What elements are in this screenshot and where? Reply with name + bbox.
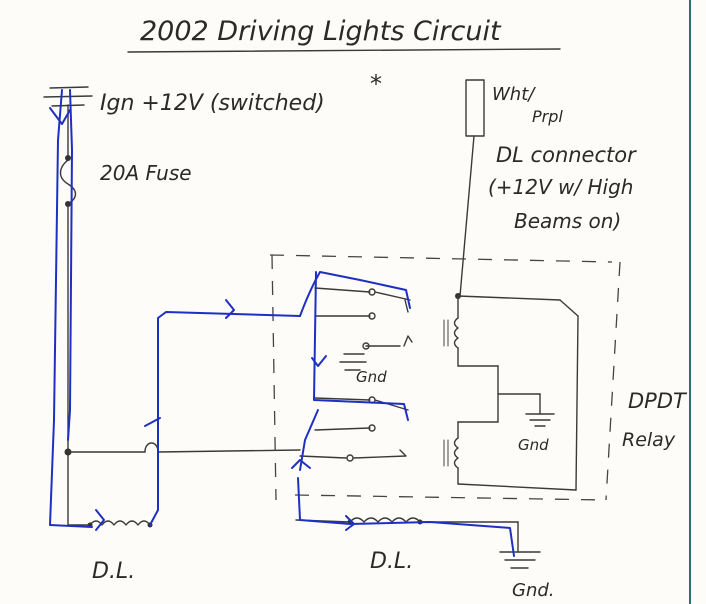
dl-connector-color-b: Prpl	[532, 107, 563, 126]
relay-left-gnd-label: Gnd	[356, 368, 387, 386]
dl-connector-note-1: (+12V w/ High	[488, 175, 633, 199]
ignition-source-symbol	[43, 86, 93, 107]
title-underline	[127, 48, 561, 53]
ignition-label: Ign +12V (switched)	[100, 91, 325, 116]
right-driving-light-coil	[295, 517, 541, 569]
ignition-footnote-mark: *	[370, 70, 382, 98]
diagram-title: 2002 Driving Lights Circuit	[140, 16, 502, 47]
relay-label-line1: DPDT	[628, 389, 688, 413]
left-supply-wire	[59, 104, 77, 526]
relay-coil-circuit	[443, 293, 579, 491]
relay-lower-pole	[299, 396, 409, 462]
relay-enclosure	[269, 254, 621, 501]
current-flow-trace	[49, 89, 515, 557]
relay-right-gnd-label: Gnd	[518, 436, 549, 454]
left-driving-light-label: D.L.	[92, 559, 135, 584]
fuse-label: 20A Fuse	[100, 161, 192, 185]
junction-wire	[64, 442, 301, 456]
relay-upper-pole	[314, 287, 413, 371]
relay-internal-ground	[497, 393, 555, 427]
right-driving-light-label: D.L.	[370, 549, 413, 574]
dl-connector-label: DL connector	[496, 143, 637, 167]
relay-label-line2: Relay	[622, 429, 676, 451]
dl-connector-symbol	[459, 79, 485, 297]
dl-connector-color-a: Wht/	[492, 84, 536, 105]
dl-connector-note-2: Beams on)	[514, 209, 621, 233]
bottom-ground-label: Gnd.	[512, 580, 555, 601]
